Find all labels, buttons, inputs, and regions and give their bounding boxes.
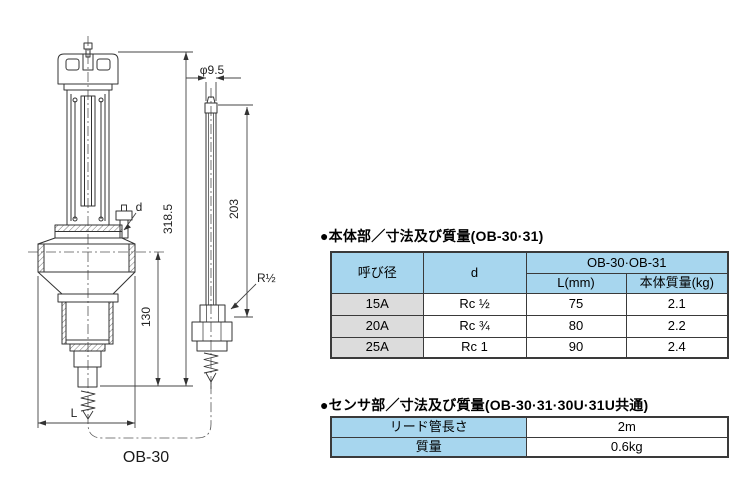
table-row: 15A Rc ½ 75 2.1 [330,292,729,316]
sensor-lead-coil [203,352,219,389]
valve-main-body [37,237,136,295]
lower-chamber [57,293,119,388]
adjusting-screw [83,42,93,58]
cell-mass: 2.1 [625,292,729,316]
cell-label: リード管長さ [330,416,527,438]
body-section-title: ●本体部／寸法及び質量(OB-30·31) [320,228,544,244]
sensor-probe-section [191,96,233,389]
cell-size: 25A [330,336,424,359]
table-header-row: 呼び径 d OB-30·OB-31 [330,251,729,294]
port-thread-label: d [136,200,143,214]
cell-size: 20A [330,314,424,338]
valve-lead-coil [80,390,96,420]
face-to-face-label: L [71,406,78,420]
bonnet-flange [54,224,123,239]
header-size: 呼び径 [330,251,424,294]
model-caption: OB-30 [123,449,169,466]
probe-length-label: 203 [227,199,241,219]
table-row: 25A Rc 1 90 2.4 [330,336,729,359]
lead-tube-line [87,386,212,439]
probe-diameter-label: φ9.5 [200,63,225,77]
table-row: 20A Rc ¾ 80 2.2 [330,314,729,338]
cell-length: 75 [525,292,627,316]
cell-length: 80 [525,314,627,338]
cell-d: Rc ¾ [422,314,527,338]
cell-value: 2m [525,416,729,438]
dimension-lines [37,51,257,428]
cell-label: 質量 [330,436,527,458]
side-fitting [115,204,133,239]
dimension-arrows [38,52,250,426]
cell-value: 0.6kg [525,436,729,458]
sensor-fitting [191,304,233,352]
header-d: d [422,251,527,294]
cell-mass: 2.2 [625,314,729,338]
valve-dimension-drawing: φ9.5 203 318.5 130 d L R½ OB-30 [28,36,276,466]
cell-length: 90 [525,336,627,359]
header-length: L(mm) [525,272,627,294]
table-row: リード管長さ 2m [330,416,729,438]
body-spec-table: 呼び径 d OB-30·OB-31 L(mm) 本体質量(kg) 15A Rc … [330,251,730,359]
valve-body-section [37,42,136,420]
cell-d: Rc 1 [422,336,527,359]
cell-size: 15A [330,292,424,316]
lower-height-label: 130 [139,307,153,327]
sensor-spec-table: リード管長さ 2m 質量 0.6kg [330,416,729,458]
header-model-group: OB-30·OB-31 [525,251,729,274]
overall-height-label: 318.5 [161,204,175,234]
header-mass: 本体質量(kg) [625,272,729,294]
cell-d: Rc ½ [422,292,527,316]
table-row: 質量 0.6kg [330,436,729,458]
sensor-section-title: ●センサ部／寸法及び質量(OB-30·31·30U·31U共通) [320,397,649,413]
sensor-thread-label: R½ [257,271,276,285]
cell-mass: 2.4 [625,336,729,359]
